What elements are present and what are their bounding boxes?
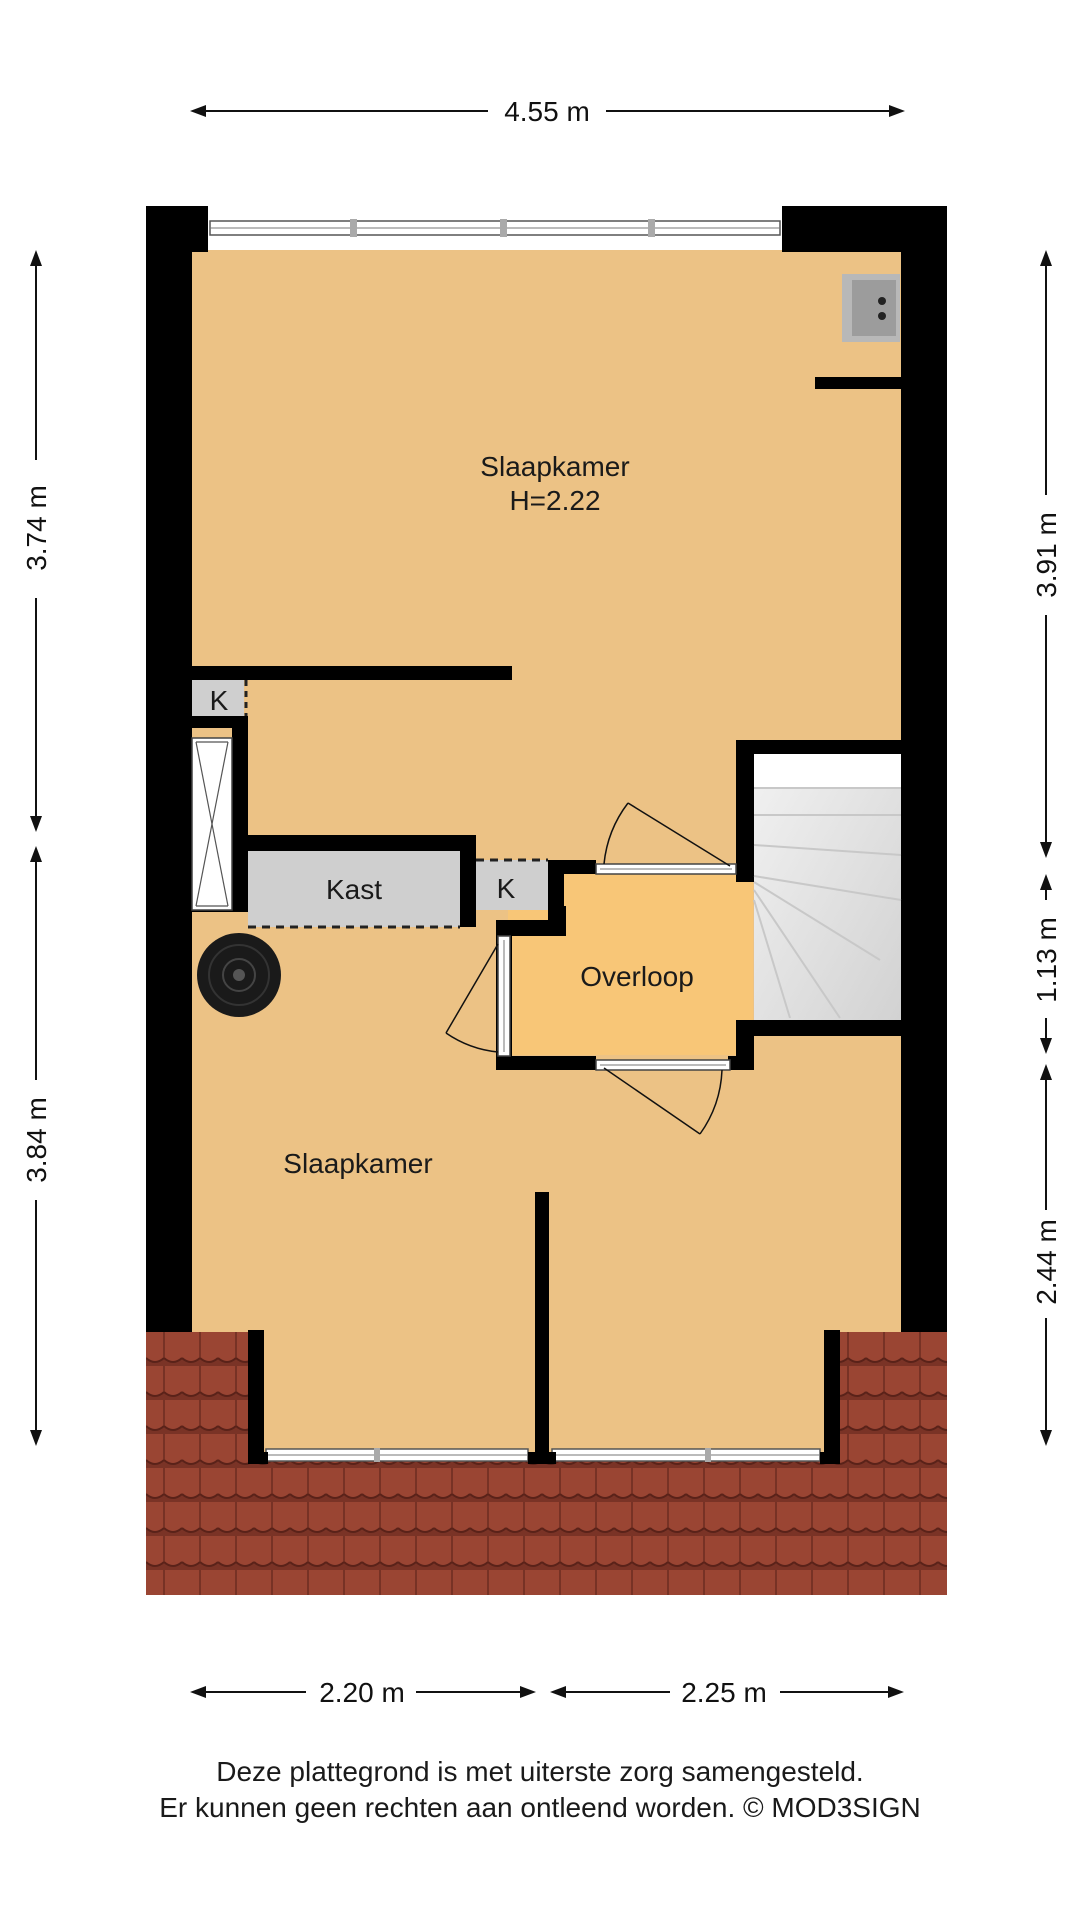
dimension-bottom-left: 2.20 m <box>190 1677 536 1708</box>
dimension-right-upper-label: 3.91 m <box>1031 512 1062 598</box>
bedroom-top-height: H=2.22 <box>509 485 600 516</box>
dimension-left-upper: 3.74 m <box>21 250 52 832</box>
dimension-right-lower-label: 2.44 m <box>1031 1219 1062 1305</box>
door-landing-top[interactable] <box>595 802 737 875</box>
landing-label: Overloop <box>580 961 694 992</box>
cupboard-k2-label: K <box>497 873 516 904</box>
window-bottom-right <box>551 1448 821 1462</box>
dimension-left-lower: 3.84 m <box>21 846 52 1446</box>
cupboard-k1: K <box>192 680 248 716</box>
staircase <box>753 754 902 1020</box>
dimension-top-label: 4.55 m <box>504 96 590 127</box>
dimension-left-upper-label: 3.74 m <box>21 485 52 571</box>
bedroom-bottom-label: Slaapkamer <box>283 1148 432 1179</box>
round-heater-icon <box>197 933 281 1017</box>
window-bottom-left <box>265 1448 529 1462</box>
dimension-right-middle: 1.13 m <box>1031 874 1062 1054</box>
dimension-left-lower-label: 3.84 m <box>21 1097 52 1183</box>
dimension-right-middle-label: 1.13 m <box>1031 917 1062 1003</box>
duct-unit <box>842 274 900 342</box>
disclaimer-line-2: Er kunnen geen rechten aan ontleend word… <box>159 1792 921 1823</box>
closet-label: Kast <box>326 874 382 905</box>
skylight-left <box>191 737 233 911</box>
dimension-right-lower: 2.44 m <box>1031 1064 1062 1446</box>
dimension-top: 4.55 m <box>190 96 905 127</box>
disclaimer-line-1: Deze plattegrond is met uiterste zorg sa… <box>216 1756 864 1787</box>
cupboard-k2: K <box>476 858 548 910</box>
walls <box>146 206 947 1464</box>
dimension-bottom-right: 2.25 m <box>550 1677 904 1708</box>
bedroom-top-label: Slaapkamer <box>480 451 629 482</box>
dimension-bottom-right-label: 2.25 m <box>681 1677 767 1708</box>
door-landing-bottom[interactable] <box>595 1059 731 1135</box>
dimension-bottom-left-label: 2.20 m <box>319 1677 405 1708</box>
door-landing-left[interactable] <box>445 935 511 1057</box>
cupboard-k1-label: K <box>210 685 229 716</box>
dimension-right-upper: 3.91 m <box>1031 250 1062 858</box>
window-top <box>206 206 782 250</box>
closet-kast: Kast <box>248 851 460 929</box>
